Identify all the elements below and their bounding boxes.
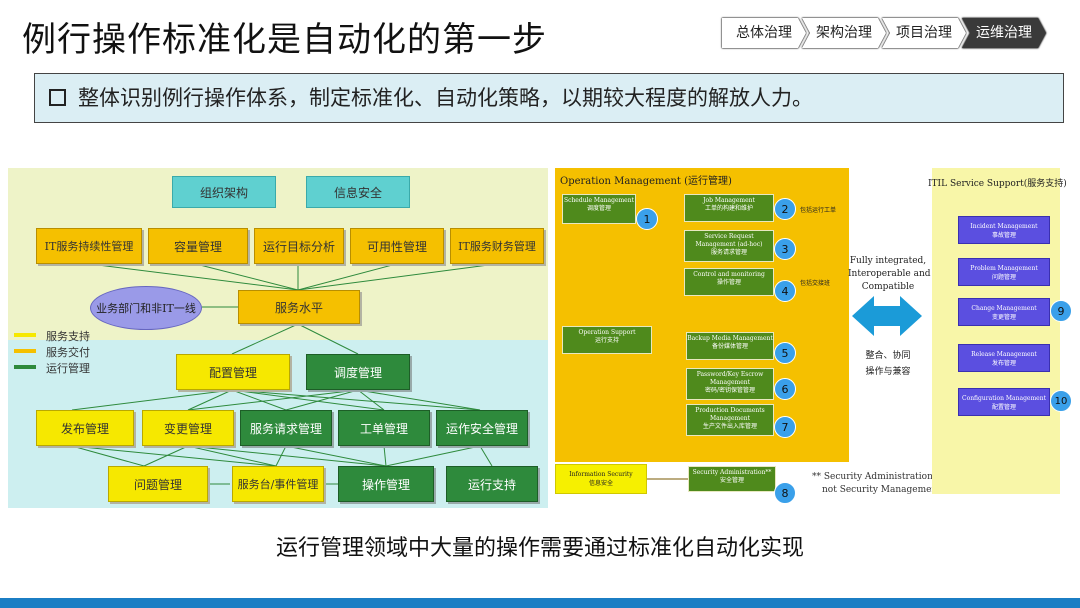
double-arrow-icon [852, 296, 922, 336]
breadcrumb: 总体治理 架构治理 项目治理 运维治理 [722, 18, 1042, 48]
page-title: 例行操作标准化是自动化的第一步 [22, 20, 547, 60]
legend-item-service-delivery: 服务交付 [14, 344, 90, 360]
crumb-ops-governance[interactable]: 运维治理 [962, 18, 1046, 48]
node-scheduling-mgmt: 调度管理 [306, 354, 410, 390]
integration-text-en: Fully integrated, Interoperable and Comp… [848, 256, 931, 292]
node-ops-support: 运行支持 [446, 466, 538, 502]
node-ops-target-analysis: 运行目标分析 [254, 228, 344, 264]
om-security-admin: Security Administration**安全管理 [688, 466, 776, 492]
marker-3: 3 [774, 238, 796, 260]
itil-title: ITIL Service Support(服务支持) [928, 179, 1067, 189]
security-note-line-1: ** Security Administration, [812, 472, 936, 482]
legend-swatch [14, 349, 36, 353]
node-info-security: 信息安全 [306, 176, 410, 208]
marker-6: 6 [774, 378, 796, 400]
node-business-departments: 业务部门和非IT一线 [90, 286, 202, 330]
note-control-monitoring: 包括交接班 [800, 280, 831, 287]
legend-item-ops-management: 运行管理 [14, 360, 90, 376]
marker-4: 4 [774, 280, 796, 302]
marker-7: 7 [774, 416, 796, 438]
node-config-mgmt: 配置管理 [176, 354, 290, 390]
legend-swatch [14, 365, 36, 369]
node-availability: 可用性管理 [350, 228, 444, 264]
summary-banner: 整体识别例行操作体系，制定标准化、自动化策略，以期较大程度的解放人力。 [34, 73, 1064, 123]
marker-5: 5 [774, 342, 796, 364]
om-service-request-mgmt: Service Request Management (ad-hoc)服务请求管… [684, 230, 774, 262]
node-change-mgmt: 变更管理 [142, 410, 234, 446]
node-capacity: 容量管理 [148, 228, 248, 264]
marker-9: 9 [1050, 300, 1072, 322]
banner-text: 整体识别例行操作体系，制定标准化、自动化策略，以期较大程度的解放人力。 [78, 86, 813, 110]
node-service-request-mgmt: 服务请求管理 [240, 410, 332, 446]
caption: 运行管理领域中大量的操作需要通过标准化自动化实现 [275, 536, 804, 561]
security-note-line-2: not Security Management [822, 485, 941, 495]
marker-10: 10 [1050, 390, 1072, 412]
checkbox-square-icon [49, 89, 66, 106]
note-job-mgmt: 包括运行工单 [800, 207, 837, 214]
legend-item-service-support: 服务支持 [14, 328, 90, 344]
node-work-order-mgmt: 工单管理 [338, 410, 430, 446]
node-it-finance: IT服务财务管理 [450, 228, 544, 264]
node-org-structure: 组织架构 [172, 176, 276, 208]
node-operation-mgmt: 操作管理 [338, 466, 434, 502]
integration-text-cn: 整合、协同 操作与兼容 [865, 351, 911, 377]
node-problem-mgmt: 问题管理 [108, 466, 208, 502]
crumb-project-governance[interactable]: 项目治理 [882, 18, 966, 48]
marker-8: 8 [774, 482, 796, 504]
crumb-overall-governance[interactable]: 总体治理 [722, 18, 806, 48]
node-service-desk: 服务台/事件管理 [232, 466, 324, 502]
om-title: Operation Management (运行管理) [560, 176, 732, 187]
marker-2: 2 [774, 198, 796, 220]
node-it-continuity: IT服务持续性管理 [36, 228, 142, 264]
marker-1: 1 [636, 208, 658, 230]
legend-swatch [14, 333, 36, 337]
node-release-mgmt: 发布管理 [36, 410, 134, 446]
node-ops-security-mgmt: 运作安全管理 [436, 410, 528, 446]
footer-bar [0, 598, 1080, 608]
node-service-level: 服务水平 [238, 290, 360, 324]
crumb-architecture-governance[interactable]: 架构治理 [802, 18, 886, 48]
